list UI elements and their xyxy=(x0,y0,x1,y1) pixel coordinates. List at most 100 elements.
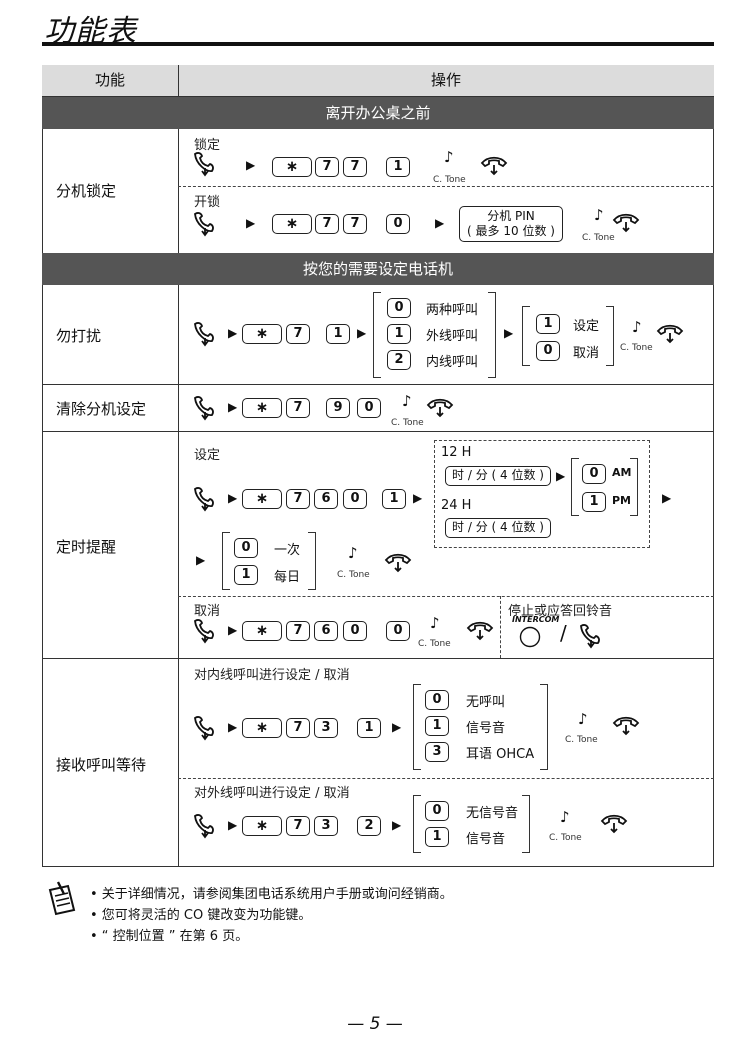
arrow-icon: ▶ xyxy=(392,818,402,832)
key-0: 0 xyxy=(386,214,410,234)
key-star: ∗ xyxy=(242,398,282,418)
waiting-option-none: 无呼叫 xyxy=(466,695,506,710)
tone-label: C. Tone xyxy=(337,570,370,580)
note-item: • 您可将灵活的 CO 键改变为功能键。 xyxy=(90,908,312,923)
row-dash-divider xyxy=(178,596,714,597)
arrow-icon: ▶ xyxy=(246,216,256,230)
arrow-icon: ▶ xyxy=(228,400,238,414)
music-note-icon: ♪ xyxy=(402,392,412,410)
music-note-icon: ♪ xyxy=(578,710,588,728)
bracket-right xyxy=(630,458,638,516)
key-star: ∗ xyxy=(272,214,312,234)
arrow-icon: ▶ xyxy=(357,326,367,340)
time-format-group xyxy=(434,440,650,548)
key-3: 3 xyxy=(425,742,449,762)
row-dash-divider xyxy=(178,778,714,779)
handset-offhook-icon xyxy=(580,624,600,649)
key-7: 7 xyxy=(343,214,367,234)
key-1: 1 xyxy=(326,324,350,344)
section-before-desk: 离开办公桌之前 xyxy=(42,97,714,129)
music-note-icon: ♪ xyxy=(594,206,604,224)
lock-label: 锁定 xyxy=(194,138,221,153)
arrow-icon: ▶ xyxy=(504,326,514,340)
key-6: 6 xyxy=(314,621,338,641)
header-feature: 功能 xyxy=(94,71,125,89)
key-2: 2 xyxy=(387,350,411,370)
bracket-left xyxy=(413,684,421,770)
dnd-option-both: 两种呼叫 xyxy=(426,303,479,318)
daily-label: 每日 xyxy=(274,570,301,585)
arrow-icon: ▶ xyxy=(413,491,423,505)
handset-offhook-icon xyxy=(194,212,214,237)
waiting-outside-label: 对外线呼叫进行设定 / 取消 xyxy=(194,786,350,801)
waiting-intercom-label: 对内线呼叫进行设定 / 取消 xyxy=(194,668,350,683)
key-0: 0 xyxy=(357,398,381,418)
key-1: 1 xyxy=(234,565,258,585)
handset-onhook-icon xyxy=(384,553,412,573)
arrow-icon: ▶ xyxy=(246,158,256,172)
feature-call-waiting: 接收呼叫等待 xyxy=(56,756,147,774)
column-divider xyxy=(178,65,180,97)
handset-onhook-icon xyxy=(612,716,640,736)
bracket-left xyxy=(413,795,421,853)
timer-set-label: 设定 xyxy=(194,448,221,463)
handset-offhook-icon xyxy=(194,619,214,644)
bracket-right xyxy=(606,306,614,366)
tone-label: C. Tone xyxy=(391,418,424,428)
feature-timed-reminder: 定时提醒 xyxy=(56,538,117,556)
key-7: 7 xyxy=(286,489,310,509)
arrow-icon: ▶ xyxy=(228,326,238,340)
row-divider xyxy=(42,658,714,660)
key-1: 1 xyxy=(382,489,406,509)
arrow-icon: ▶ xyxy=(556,469,566,483)
hour-minute-box: 时 / 分 ( 4 位数 ) xyxy=(445,466,551,486)
row-divider xyxy=(42,431,714,433)
feature-extension-lock: 分机锁定 xyxy=(56,182,117,200)
key-7: 7 xyxy=(286,621,310,641)
music-note-icon: ♪ xyxy=(560,808,570,826)
key-0: 0 xyxy=(343,621,367,641)
key-star: ∗ xyxy=(242,816,282,836)
key-star: ∗ xyxy=(272,157,312,177)
handset-onhook-icon xyxy=(480,156,508,176)
handset-onhook-icon xyxy=(656,324,684,344)
dnd-option-intercom: 内线呼叫 xyxy=(426,355,479,370)
intercom-button-icon xyxy=(519,626,541,648)
key-0: 0 xyxy=(234,538,258,558)
once-label: 一次 xyxy=(274,543,301,558)
dnd-option-outside: 外线呼叫 xyxy=(426,329,479,344)
arrow-icon: ▶ xyxy=(228,720,238,734)
dnd-cancel-label: 取消 xyxy=(573,346,600,361)
note-item: • 关于详细情况，请参阅集团电话系统用户手册或询问经销商。 xyxy=(90,887,453,902)
waiting-option-tone: 信号音 xyxy=(466,721,506,736)
key-7: 7 xyxy=(286,718,310,738)
music-note-icon: ♪ xyxy=(632,318,642,336)
bracket-left xyxy=(571,458,579,516)
arrow-icon: ▶ xyxy=(196,553,206,567)
key-7: 7 xyxy=(343,157,367,177)
music-note-icon: ♪ xyxy=(348,544,358,562)
bracket-left xyxy=(522,306,530,366)
key-7: 7 xyxy=(286,324,310,344)
handset-onhook-icon xyxy=(612,213,640,233)
arrow-icon: ▶ xyxy=(228,818,238,832)
tone-label: C. Tone xyxy=(549,833,582,843)
key-star: ∗ xyxy=(242,489,282,509)
key-star: ∗ xyxy=(242,718,282,738)
key-1: 1 xyxy=(386,157,410,177)
key-1: 1 xyxy=(425,716,449,736)
handset-offhook-icon xyxy=(194,322,214,347)
pm-label: PM xyxy=(612,494,632,507)
key-star: ∗ xyxy=(242,621,282,641)
key-1: 1 xyxy=(357,718,381,738)
notes-list: • 关于详细情况，请参阅集团电话系统用户手册或询问经销商。 • 您可将灵活的 C… xyxy=(90,884,453,947)
cell-dash-divider xyxy=(500,596,501,658)
title-rule xyxy=(42,42,714,46)
section-as-needed: 按您的需要设定电话机 xyxy=(42,253,714,285)
key-0: 0 xyxy=(387,298,411,318)
feature-clear-settings: 清除分机设定 xyxy=(56,400,147,418)
arrow-icon: ▶ xyxy=(662,491,672,505)
pin-box: 分机 PIN ( 最多 10 位数 ) xyxy=(459,206,563,242)
bracket-right xyxy=(540,684,548,770)
tone-label: C. Tone xyxy=(433,175,466,185)
